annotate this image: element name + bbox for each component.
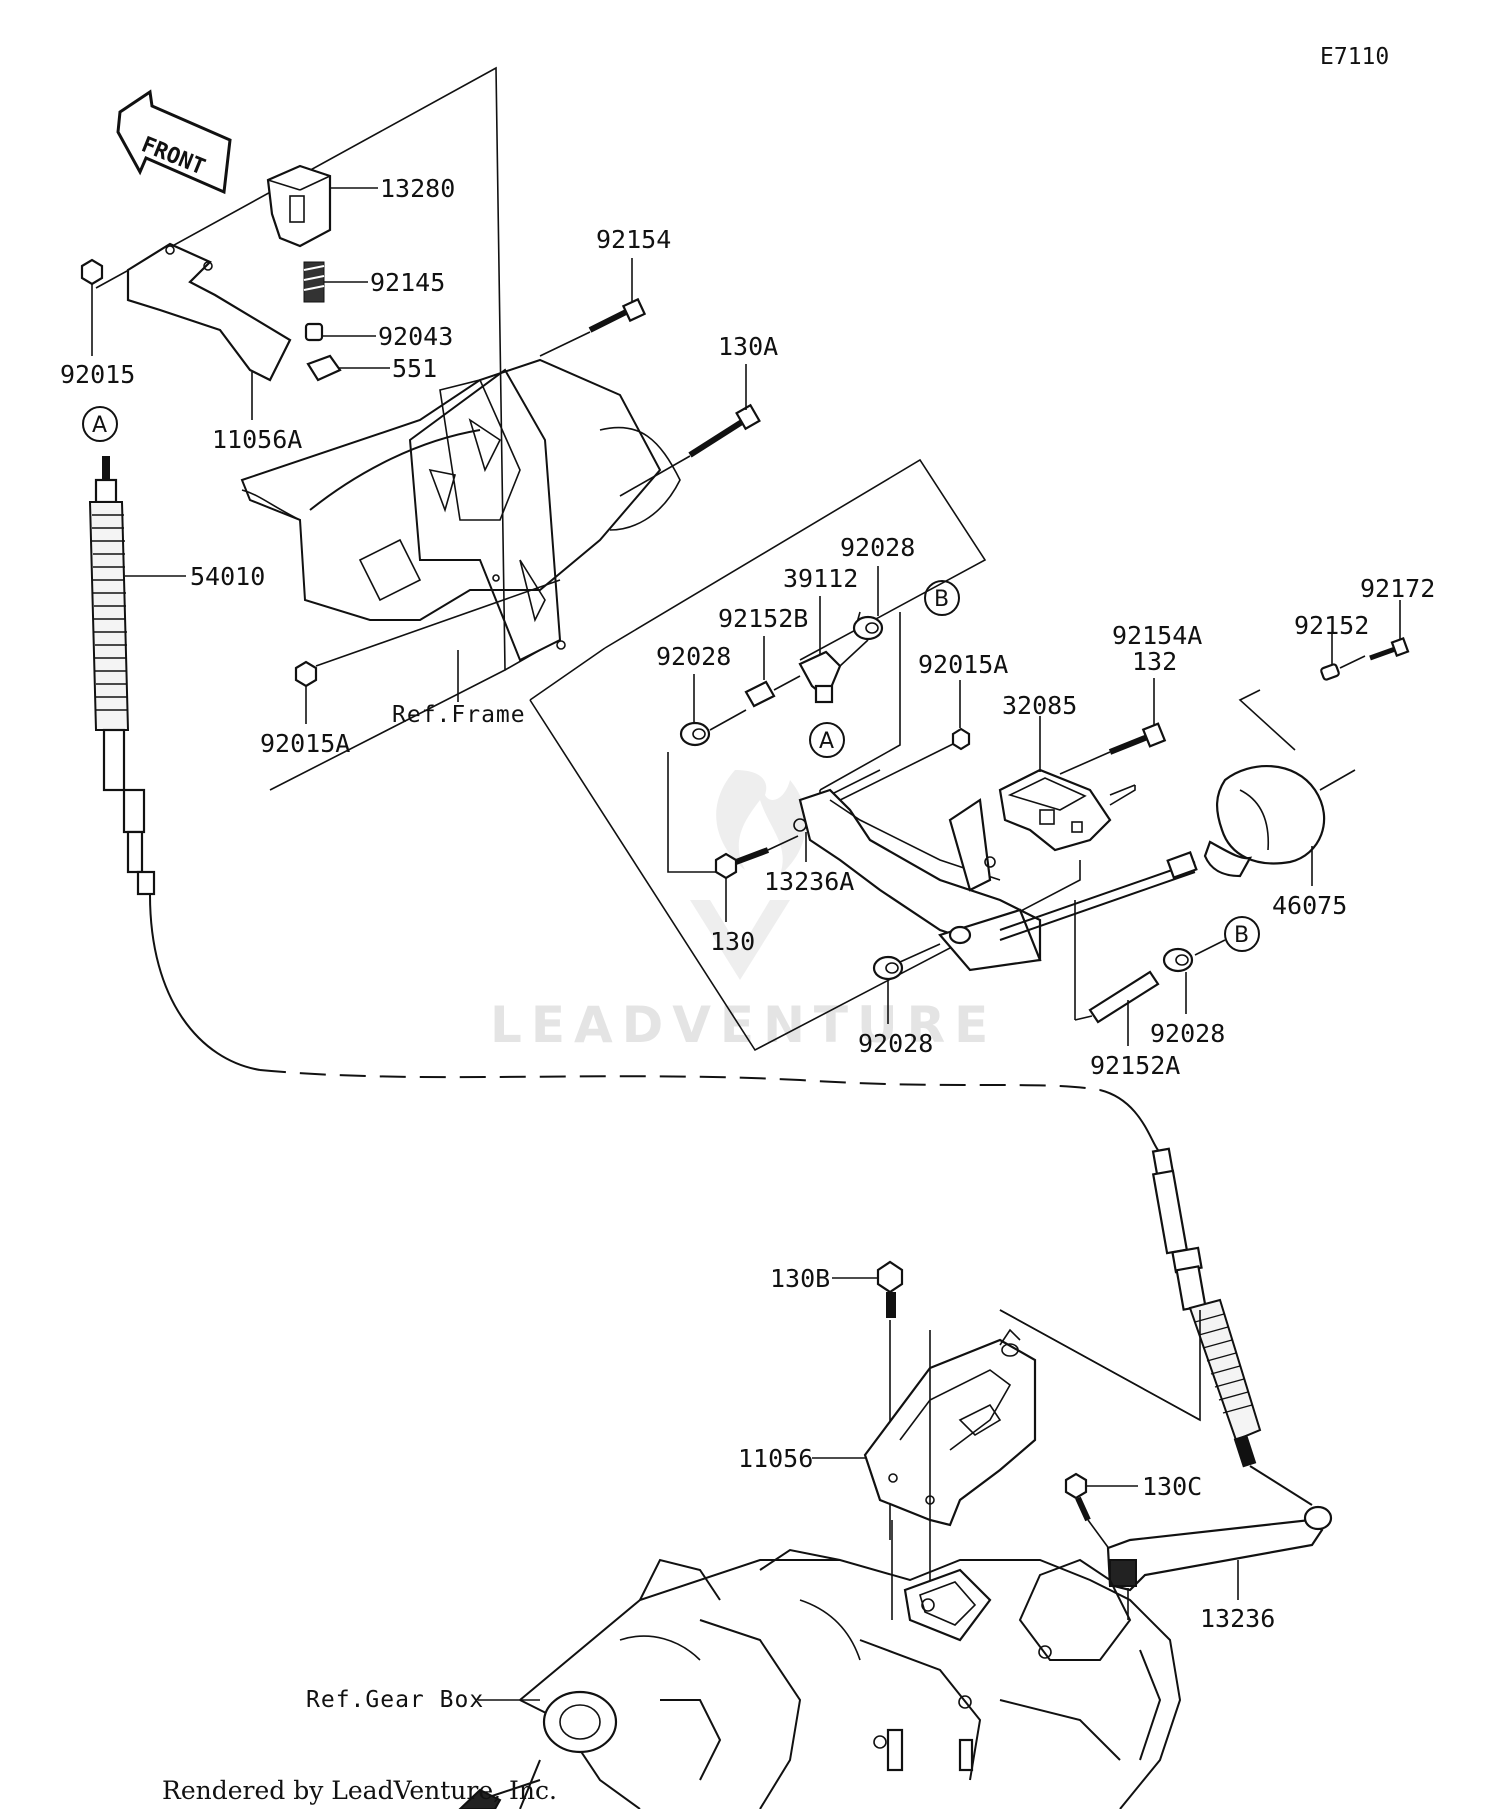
svg-text:B: B: [934, 587, 949, 612]
label-13236A: 13236A: [764, 867, 854, 896]
label-92028-mid: 92028: [656, 642, 731, 671]
label-92154A: 92154A: [1112, 621, 1202, 650]
part-130C-bolt: [1064, 1472, 1111, 1551]
label-130B: 130B: [770, 1264, 830, 1293]
part-92028-low-washer: [872, 943, 941, 981]
label-132: 132: [1132, 647, 1177, 676]
part-92154A-bolt: [1059, 722, 1167, 775]
part-92028-top-washer: [852, 615, 884, 641]
part-labels: 13280 92145 92043 551 92015 11056A 54010…: [60, 174, 1435, 1633]
label-11056A: 11056A: [212, 425, 302, 454]
part-92043-plunger: [304, 322, 324, 342]
ref-frame-label: Ref.Frame: [392, 702, 526, 728]
part-92015-nut: [80, 258, 104, 286]
part-130-bolt: [714, 835, 799, 880]
watermark-logo-icon: [690, 770, 807, 980]
frame-reference-drawing: [240, 358, 681, 662]
part-13236-lever: [1106, 1505, 1333, 1592]
part-130A-bolt: [619, 403, 761, 497]
part-92015A-mid-nut: [951, 727, 971, 751]
label-92154: 92154: [596, 225, 671, 254]
part-11056A-bracket: [126, 242, 292, 382]
label-92152B: 92152B: [718, 604, 808, 633]
part-54010-cable: [88, 456, 1313, 1506]
label-92152A: 92152A: [1090, 1051, 1180, 1080]
part-92028-right-washer: [1162, 939, 1226, 973]
callout-a-mid: A: [809, 722, 845, 758]
part-92152A-collar: [1074, 900, 1160, 1024]
lever-box-outline-top: [604, 458, 987, 661]
ref-gear-box-label: Ref.Gear Box: [306, 1687, 484, 1713]
label-92028-low: 92028: [858, 1029, 933, 1058]
label-13236: 13236: [1200, 1604, 1275, 1633]
part-92154-bolt: [539, 297, 647, 357]
callout-b-top: B: [924, 580, 960, 616]
callout-a-top: A: [82, 406, 118, 442]
label-92172: 92172: [1360, 574, 1435, 603]
label-32085: 32085: [1002, 691, 1077, 720]
label-92015: 92015: [60, 360, 135, 389]
svg-text:B: B: [1234, 923, 1249, 948]
label-92015A-left: 92015A: [260, 729, 350, 758]
part-551-pin: [306, 354, 342, 382]
svg-text:A: A: [92, 413, 107, 438]
part-13236A-lever: [793, 788, 1042, 972]
label-11056: 11056: [738, 1444, 813, 1473]
label-92028-right: 92028: [1150, 1019, 1225, 1048]
part-130B-bolt: [876, 1260, 904, 1318]
part-32085-damper: [998, 768, 1136, 852]
render-credit: Rendered by LeadVenture, Inc.: [162, 1776, 557, 1805]
part-39112-joint: [798, 639, 869, 704]
label-551: 551: [392, 354, 437, 383]
label-92043: 92043: [378, 322, 453, 351]
gear-box-reference-drawing: [458, 1548, 1182, 1809]
part-92015A-left-nut: [294, 660, 318, 688]
part-92152B-collar: [744, 675, 801, 708]
diagram-id: E7110: [1320, 44, 1389, 70]
part-46075-knob: [1203, 764, 1326, 878]
label-13280: 13280: [380, 174, 455, 203]
label-130A: 130A: [718, 332, 778, 361]
part-11056-bracket: [863, 1328, 1037, 1527]
part-92172-screw: [1369, 636, 1410, 661]
label-46075: 46075: [1272, 891, 1347, 920]
part-92145-spring: [303, 261, 325, 303]
label-130C: 130C: [1142, 1472, 1202, 1501]
label-130: 130: [710, 927, 755, 956]
part-13280-block: [266, 164, 332, 248]
part-92152-collar: [1320, 663, 1340, 681]
callout-b-low: B: [1224, 916, 1260, 952]
part-92028-mid-washer: [679, 709, 747, 747]
label-92015A-mid: 92015A: [918, 650, 1008, 679]
label-54010: 54010: [190, 562, 265, 591]
svg-text:A: A: [819, 729, 834, 754]
label-92145: 92145: [370, 268, 445, 297]
label-39112: 39112: [783, 564, 858, 593]
label-92028-top: 92028: [840, 533, 915, 562]
front-arrow-icon: FRONT: [116, 89, 232, 195]
label-92152: 92152: [1294, 611, 1369, 640]
